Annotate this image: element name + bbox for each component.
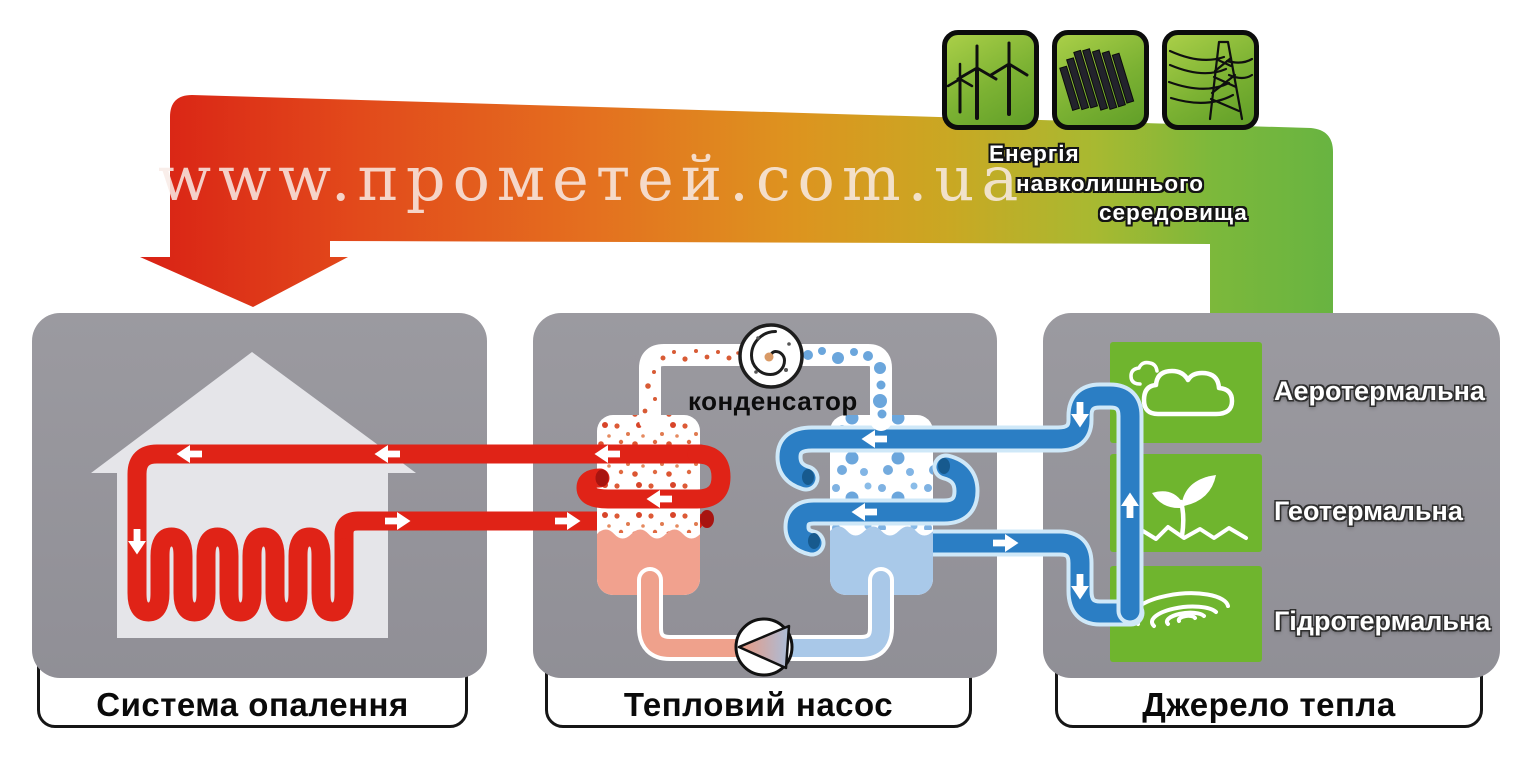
- aerothermal-label: Аеротермальна: [1274, 376, 1485, 406]
- geothermal-label: Геотермальна: [1274, 496, 1463, 526]
- hot-gas-droplets: [642, 349, 740, 414]
- condenser-label: конденсатор: [688, 386, 858, 416]
- cloud-icon: [1129, 360, 1235, 417]
- energy-caption-line-1: Енергія: [989, 141, 1080, 166]
- gradient-arrow-shape: [140, 95, 1333, 335]
- pipe-cap: [808, 533, 820, 549]
- solar-panels-icon: [1052, 30, 1149, 130]
- brine-inlet-pipe-and-collector: [779, 386, 1140, 621]
- heating-system-title: Система опалення: [96, 686, 409, 723]
- expansion-valve-icon: [734, 617, 794, 677]
- energy-caption-line-2: навколишнього: [1016, 171, 1204, 196]
- pipe-cap: [700, 510, 714, 528]
- pipe-cap: [802, 469, 814, 485]
- heat-source-title: Джерело тепла: [1142, 686, 1396, 723]
- evaporator-coil: [787, 457, 976, 553]
- cold-liquid-line: [781, 571, 890, 657]
- vapor-bubbles: [803, 347, 887, 419]
- watermark: www.прометей.com.ua: [158, 142, 1026, 215]
- power-lines-icon: [1162, 30, 1259, 130]
- heating-supply-pipe-and-coil: [127, 444, 710, 622]
- hydrothermal-label: Гідротермальна: [1274, 606, 1491, 636]
- compressor-icon: [738, 323, 804, 389]
- hot-gas-pipe: [639, 344, 755, 431]
- heat-pump-title: Тепловий насос: [623, 686, 894, 723]
- pipe-cap: [938, 458, 950, 474]
- pipe-cap: [595, 469, 609, 487]
- wind-turbines-icon: [942, 30, 1039, 130]
- condensate-line: [641, 571, 749, 657]
- energy-caption-line-3: середовища: [1099, 200, 1248, 225]
- sprout-icon: [1124, 475, 1248, 544]
- heating-return-pipe: [334, 511, 704, 562]
